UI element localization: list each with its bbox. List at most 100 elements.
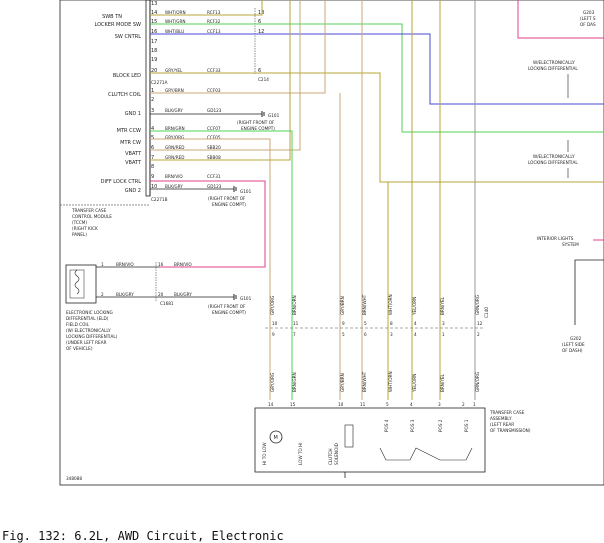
svg-text:16: 16: [151, 29, 157, 35]
svg-text:YEL/ORN: YEL/ORN: [412, 374, 417, 393]
svg-text:G101: G101: [240, 189, 252, 194]
svg-text:G101: G101: [240, 296, 252, 301]
svg-text:15: 15: [151, 19, 157, 25]
svg-text:10: 10: [151, 184, 157, 190]
svg-text:BRN/GRN: BRN/GRN: [165, 126, 185, 131]
svg-text:BRN/ORN: BRN/ORN: [292, 295, 297, 315]
svg-text:5: 5: [364, 321, 367, 326]
svg-text:ENGINE COMPT): ENGINE COMPT): [212, 202, 246, 207]
svg-text:G101: G101: [268, 113, 280, 118]
connector-b-label: C2271B: [151, 197, 168, 202]
svg-text:SBB08: SBB08: [207, 155, 221, 160]
doc-id: 348088: [66, 476, 82, 481]
svg-text:16: 16: [158, 262, 164, 267]
svg-text:(UNDER LEFT REAR: (UNDER LEFT REAR: [66, 340, 107, 345]
figure-caption: Fig. 132: 6.2L, AWD Circuit, Electronic: [2, 529, 284, 543]
svg-text:3: 3: [442, 321, 445, 326]
svg-text:1: 1: [442, 332, 445, 337]
svg-text:BLK/GRY: BLK/GRY: [116, 292, 134, 297]
svg-text:WHT/BLU: WHT/BLU: [165, 29, 184, 34]
svg-text:7: 7: [293, 332, 296, 337]
svg-text:10: 10: [338, 402, 344, 407]
svg-text:(LEFT SIDE: (LEFT SIDE: [562, 342, 585, 347]
c140-label: C140: [484, 307, 489, 318]
svg-text:OF TRANSMISSION): OF TRANSMISSION): [490, 428, 531, 433]
wire-grn-red: [150, 0, 301, 151]
svg-text:CCF07: CCF07: [207, 126, 221, 131]
svg-text:CLUTCH: CLUTCH: [328, 449, 333, 466]
svg-text:13: 13: [258, 10, 264, 16]
pin-name-gnd1: GND 1: [125, 111, 141, 117]
wires: [150, 0, 604, 400]
svg-text:OF DAS: OF DAS: [580, 22, 596, 27]
svg-text:GRY/BRN: GRY/BRN: [165, 88, 184, 93]
svg-text:11: 11: [360, 402, 366, 407]
svg-text:SYSTEM: SYSTEM: [562, 242, 579, 247]
wire-c140-1: [150, 138, 271, 400]
svg-text:ASSEMBLY: ASSEMBLY: [490, 416, 512, 421]
svg-text:TRANSFER CASE: TRANSFER CASE: [489, 410, 525, 415]
svg-text:BRN/VIO: BRN/VIO: [165, 174, 183, 179]
svg-text:GRY/ORG: GRY/ORG: [270, 296, 275, 315]
svg-text:BRN/YEL: BRN/YEL: [440, 373, 445, 392]
svg-text:TRANSFER CASE: TRANSFER CASE: [71, 208, 107, 213]
svg-text:BRN/YEL: BRN/YEL: [440, 296, 445, 315]
svg-text:POS 3: POS 3: [410, 419, 415, 432]
svg-text:SOLENOID: SOLENOID: [334, 443, 339, 465]
svg-text:14: 14: [268, 402, 274, 407]
tccm-label: TRANSFER CASE CONTROL MODULE (TCCM) (RIG…: [71, 208, 112, 237]
svg-text:LOW TO HI: LOW TO HI: [298, 442, 303, 465]
svg-text:5: 5: [342, 332, 345, 337]
tccm-box: [145, 0, 151, 197]
svg-text:BRN/WHT: BRN/WHT: [362, 294, 367, 315]
svg-text:4: 4: [410, 402, 413, 407]
pin-name-vbatt2: VBATT: [125, 160, 142, 166]
svg-text:FIELD COIL: FIELD COIL: [66, 322, 90, 327]
svg-text:ENGINE COMPT): ENGINE COMPT): [241, 126, 275, 131]
svg-text:1: 1: [101, 262, 104, 267]
svg-text:(RIGHT FRONT OF: (RIGHT FRONT OF: [237, 120, 275, 125]
wire-pink-right: [517, 0, 604, 39]
svg-text:OF DASH): OF DASH): [562, 348, 583, 353]
pin-name-gnd2: GND 2: [125, 188, 141, 194]
wire-interior: [574, 259, 604, 325]
svg-text:ELECTRONIC LOCKING: ELECTRONIC LOCKING: [66, 310, 113, 315]
connector-a-label: C2271A: [151, 80, 168, 85]
pin-name-swcntrl: SW CNTRL: [115, 34, 141, 40]
svg-text:CCF31: CCF31: [207, 174, 221, 179]
svg-text:WHT/GRN: WHT/GRN: [165, 19, 186, 24]
svg-text:CCF05: CCF05: [207, 135, 221, 140]
svg-text:BRN/GRN: BRN/GRN: [292, 372, 297, 392]
svg-text:3: 3: [390, 332, 393, 337]
svg-text:4: 4: [414, 321, 417, 326]
svg-text:POS 1: POS 1: [464, 419, 469, 432]
svg-text:BLK/GRY: BLK/GRY: [165, 108, 183, 113]
pin-name-locker: LOCKER MODE SW: [94, 22, 141, 28]
wire-c140-2: [150, 130, 293, 400]
svg-text:C1681: C1681: [160, 301, 174, 306]
svg-text:10: 10: [272, 321, 278, 326]
svg-text:6: 6: [151, 145, 154, 151]
svg-text:LOCKING DIFFERENTIAL): LOCKING DIFFERENTIAL): [66, 334, 118, 339]
wire-wht-grn: [150, 23, 604, 133]
field-coil: 1 2 BRN/VIO BLK/GRY 16 20 BRN/VIO BLK/GR…: [65, 262, 252, 351]
svg-text:1: 1: [473, 402, 476, 407]
svg-text:BLK/GRY: BLK/GRY: [165, 184, 183, 189]
svg-text:13: 13: [151, 1, 157, 7]
gnd1-symbol: G101 (RIGHT FRONT OF ENGINE COMPT): [150, 111, 280, 131]
svg-text:(TCCM): (TCCM): [72, 220, 87, 225]
svg-text:(LEFT REAR: (LEFT REAR: [490, 422, 514, 427]
svg-text:DIFFERENTIAL (ELD): DIFFERENTIAL (ELD): [66, 316, 109, 321]
svg-text:GRY/BRN: GRY/BRN: [340, 296, 345, 315]
svg-text:15: 15: [290, 402, 296, 407]
svg-text:INTERIOR LIGHTS: INTERIOR LIGHTS: [537, 236, 574, 241]
svg-text:GRY/ORG: GRY/ORG: [165, 135, 184, 140]
svg-text:20: 20: [158, 292, 164, 297]
svg-text:6: 6: [258, 68, 261, 74]
svg-text:(RIGHT FRONT OF: (RIGHT FRONT OF: [208, 196, 246, 201]
tccm-pins: SWB TN LOCKER MODE SW SW CNTRL BLOCK LED…: [94, 1, 167, 202]
svg-text:2: 2: [151, 97, 154, 103]
svg-text:BRN/VIO: BRN/VIO: [116, 262, 134, 267]
wire-wht-orn-top: [150, 0, 263, 16]
svg-text:WHT/ORN: WHT/ORN: [165, 10, 186, 15]
